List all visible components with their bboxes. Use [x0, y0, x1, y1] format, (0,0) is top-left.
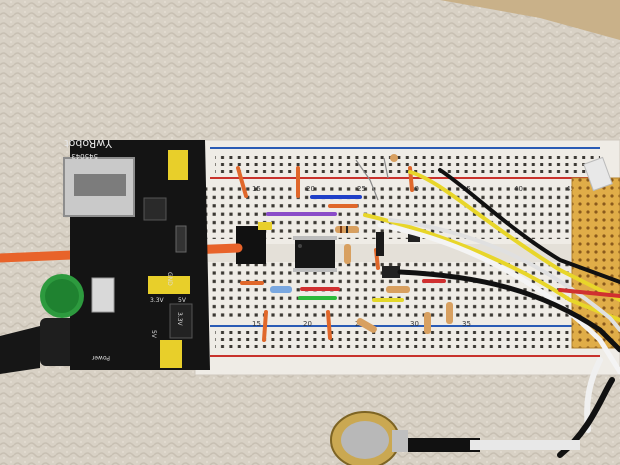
ic-chip [293, 236, 337, 272]
breadboard [194, 139, 620, 376]
label-power: Power [91, 354, 110, 361]
col-number: 20 [303, 320, 312, 328]
jumper-header [148, 276, 190, 294]
power-module: YwRobot 545043 GND 3.3V 5V 3.3V 5V Power [40, 137, 210, 370]
col-number: 30 [410, 185, 419, 193]
power-switch[interactable] [91, 277, 115, 313]
voltage-regulator [143, 197, 167, 221]
jumper-header [168, 150, 188, 180]
long-wires [363, 168, 620, 458]
label-5v-bottom: 5V [150, 330, 157, 339]
col-number: 30 [410, 320, 419, 328]
dupont-connector [400, 438, 580, 452]
col-number: 20 [306, 185, 315, 193]
diode [376, 232, 384, 256]
label-gnd: GND [166, 272, 173, 286]
jumper-wires [236, 166, 446, 342]
label-5v-top: 5V [178, 297, 187, 304]
col-number: 15 [252, 185, 261, 193]
col-number: 35 [462, 320, 471, 328]
label-3v3-top: 3.3V [150, 297, 165, 304]
capacitor [355, 154, 398, 201]
col-number: 45 [566, 185, 575, 193]
module-model: 545043 [71, 152, 98, 160]
jumper-header [160, 340, 182, 368]
label-3v3-bottom: 3.3V [176, 312, 183, 327]
header-pins [169, 303, 193, 339]
transistor [382, 266, 400, 278]
col-number: 25 [357, 185, 366, 193]
col-number: 15 [252, 320, 261, 328]
col-number: 40 [514, 185, 523, 193]
wood-edge [440, 0, 620, 40]
resistors [270, 226, 453, 334]
header-block [258, 222, 272, 230]
potentiometer [330, 411, 408, 465]
module-brand: YwRobot [64, 137, 113, 150]
